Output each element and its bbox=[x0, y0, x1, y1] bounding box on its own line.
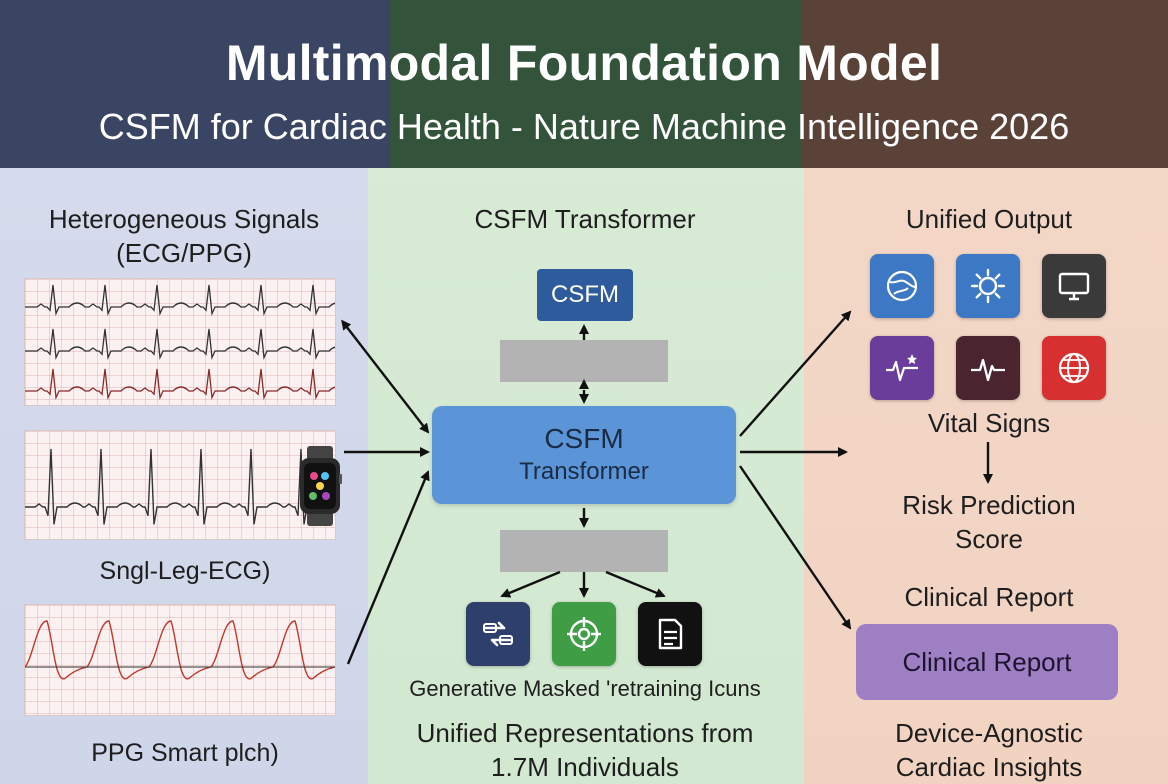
smartwatch-icon bbox=[298, 446, 342, 526]
output-heading: Unified Output bbox=[905, 204, 1073, 234]
csfm-transformer-box: CSFM Transformer bbox=[432, 406, 736, 504]
multi-lead-ecg-panel bbox=[24, 278, 336, 406]
single-lead-ecg-panel bbox=[24, 430, 336, 540]
page-title: Multimodal Foundation Model bbox=[225, 35, 943, 91]
vital-signs-label: Vital Signs bbox=[927, 408, 1051, 438]
clinical-report-label: Clinical Report bbox=[904, 582, 1074, 612]
device-agnostic-label: Device-Agnostic Cardiac Insights bbox=[895, 718, 1083, 782]
csfm-box: CSFM bbox=[537, 269, 633, 321]
signals-heading: Heterogeneous Signals (ECG/PPG) bbox=[48, 204, 320, 268]
pulse-star-icon bbox=[870, 336, 934, 400]
heartbeat-icon bbox=[956, 336, 1020, 400]
ecg-trace bbox=[25, 448, 335, 525]
embedding-bar-bottom bbox=[500, 530, 668, 572]
exchange-icon bbox=[466, 602, 530, 666]
ecg-trace bbox=[25, 284, 335, 317]
transformer-heading: CSFM Transformer bbox=[474, 204, 696, 234]
monitor-icon bbox=[1042, 254, 1106, 318]
ppg-trace bbox=[25, 620, 335, 680]
ppg-label: PPG Smart plch) bbox=[91, 739, 279, 767]
pretraining-label: Generative Masked 'retraining Icuns bbox=[409, 676, 761, 701]
sun-icon bbox=[956, 254, 1020, 318]
embedding-bar-top bbox=[500, 340, 668, 382]
page-subtitle: CSFM for Cardiac Health - Nature Machine… bbox=[98, 106, 1070, 147]
clinical-report-box: Clinical Report bbox=[856, 624, 1118, 700]
header-banner: Multimodal Foundation Model CSFM for Car… bbox=[0, 0, 1168, 168]
globe-icon bbox=[870, 254, 934, 318]
target-icon bbox=[552, 602, 616, 666]
ecg-trace bbox=[25, 328, 335, 361]
ecg-trace bbox=[25, 368, 335, 401]
document-icon bbox=[638, 602, 702, 666]
globe-red-icon bbox=[1042, 336, 1106, 400]
single-lead-label: Sngl-Leg-ECG) bbox=[99, 557, 271, 585]
ppg-panel bbox=[24, 604, 336, 716]
risk-score-label: Risk Prediction Score bbox=[902, 490, 1076, 554]
unified-representations-label: Unified Representations from 1.7M Indivi… bbox=[416, 718, 754, 782]
